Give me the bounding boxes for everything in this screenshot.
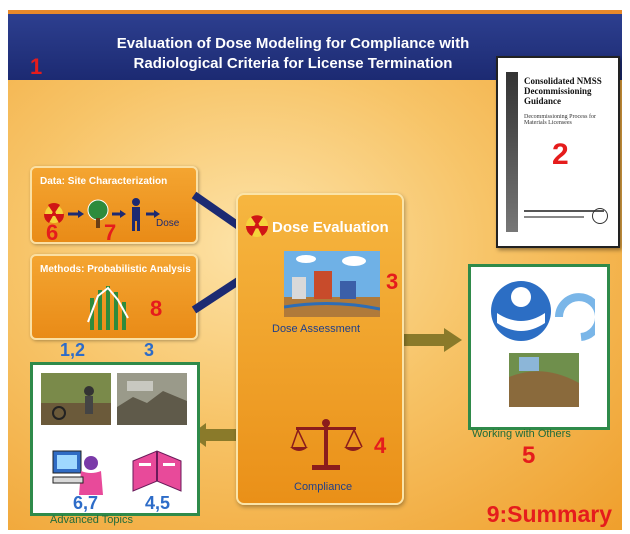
section-number-3[interactable]: 3 [386,269,399,294]
guidance-document-cover[interactable]: Consolidated NMSS Decommissioning Guidan… [496,56,620,248]
cover-spine-graphic [506,72,518,232]
slide-title: Evaluation of Dose Modeling for Complian… [58,34,528,74]
site-box-title: Data: Site Characterization [40,176,168,187]
person-icon [132,198,140,231]
scales-icon [290,419,363,470]
dose-evaluation-panel[interactable]: Dose Evaluation 3 Dose Assessment 4 Co [236,193,404,505]
slide-panel: Evaluation of Dose Modeling for Complian… [8,10,622,530]
section-number-4[interactable]: 4 [374,433,387,458]
section-number-2[interactable]: 2 [552,138,569,171]
tree-icon [87,199,109,228]
radiation-icon [43,203,65,223]
cover-rule [524,210,604,212]
dose-assessment-graphic [284,251,380,317]
radiation-icon [245,215,269,237]
title-banner: Evaluation of Dose Modeling for Complian… [8,10,622,80]
working-with-others-label: Working with Others [472,428,571,440]
summary-link[interactable]: 9:Summary [486,501,612,527]
title-line-1: Evaluation of Dose Modeling for Complian… [116,35,470,52]
section-number-7[interactable]: 7 [104,220,117,245]
working-with-others-frame[interactable] [468,264,610,430]
nrc-seal-icon [592,208,608,224]
title-line-2: Radiological Criteria for License Termin… [133,55,453,72]
probability-chart-icon [87,286,129,330]
section-number-3-blue[interactable]: 3 [144,340,155,360]
section-number-1-2[interactable]: 1,2 [60,340,86,360]
methods-box[interactable]: Methods: Probabilistic Analysis 8 [30,254,198,340]
guidance-title: Consolidated NMSS Decommissioning Guidan… [524,76,602,106]
compliance-label: Compliance [294,481,353,493]
dose-label: Dose [156,218,180,229]
field-survey-photo [41,373,111,425]
methods-box-title: Methods: Probabilistic Analysis [40,264,191,275]
guidance-subtitle: Decommissioning Process for Materials Li… [524,114,596,126]
section-number-4-5[interactable]: 4,5 [145,493,171,513]
advanced-topics-label: Advanced Topics [50,514,133,526]
advanced-topics-frame[interactable]: 6,7 4,5 [30,362,200,516]
section-number-6[interactable]: 6 [46,220,59,245]
debris-site-photo [117,373,187,425]
dose-evaluation-title: Dose Evaluation [272,219,389,236]
computer-user-icon [52,450,103,495]
section-number-8[interactable]: 8 [150,296,163,321]
site-pathway-graphic [43,198,160,231]
epa-logo-icon [491,281,595,407]
dose-assessment-label: Dose Assessment [272,323,361,335]
site-characterization-box[interactable]: Data: Site Characterization [30,166,198,245]
section-number-1[interactable]: 1 [30,54,43,79]
cover-rule [524,216,584,218]
section-number-5[interactable]: 5 [522,442,536,469]
section-number-6-7[interactable]: 6,7 [73,493,99,513]
book-icon [132,450,182,492]
